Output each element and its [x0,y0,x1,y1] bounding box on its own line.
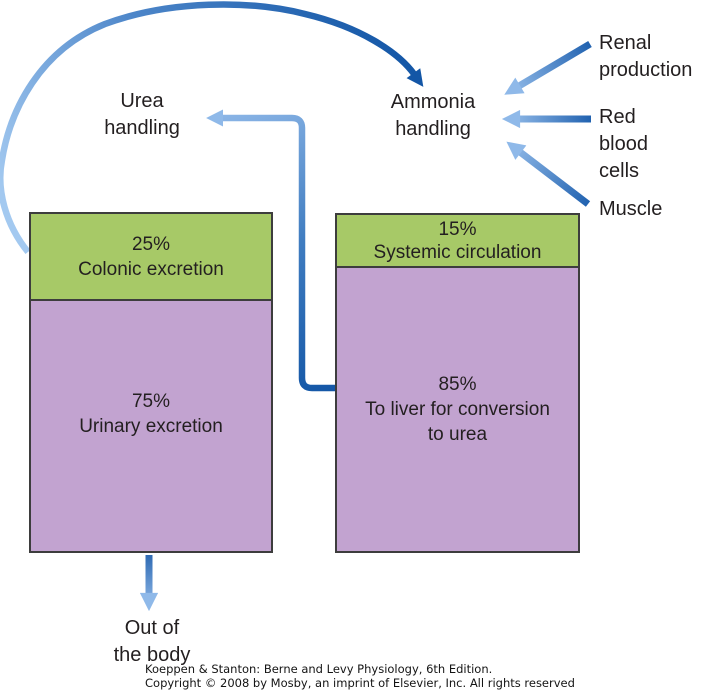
urea-handling-line2: handling [104,117,180,139]
systemic-circulation-pct: 15% [438,218,477,240]
systemic-circulation-text: Systemic circulation [373,241,542,263]
renal-production-arrow [504,40,592,95]
ammonia-handling-line1: Ammonia [390,91,476,113]
red-blood-cells-label: Red blood cells [599,104,648,185]
out-of-body-label: Out of the body [92,615,212,669]
systemic-circulation-segment: 15% Systemic circulation [337,215,578,268]
ammonia-recycle-arc-arrow [0,1,424,255]
urinary-excretion-pct: 75% [131,391,170,412]
red-blood-cells-line1: Red [599,106,636,128]
out-of-body-line1: Out of [124,617,180,639]
to-liver-pct: 85% [438,374,477,395]
muscle-arrow [506,141,591,207]
red-blood-cells-line3: cells [599,160,640,182]
red-blood-cells-line2: blood [599,133,648,155]
ammonia-handling-line2: handling [395,118,471,140]
figure-credit: Koeppen & Stanton: Berne and Levy Physio… [145,662,575,690]
urinary-excretion-segment: 75% Urinary excretion [31,301,271,551]
to-liver-text-line2: to urea [427,424,488,445]
figure-credit-line1: Koeppen & Stanton: Berne and Levy Physio… [145,662,493,676]
figure-credit-line2: Copyright © 2008 by Mosby, an imprint of… [145,676,575,690]
colonic-excretion-text: Colonic excretion [78,258,224,280]
urea-handling-label: Urea handling [82,88,202,142]
colonic-excretion-pct: 25% [131,233,171,255]
to-liver-segment: 85% To liver for conversion to urea [337,268,578,551]
ammonia-handling-label: Ammonia handling [375,89,491,143]
out-of-body-line2: the body [113,644,191,666]
urea-handling-line1: Urea [120,90,164,112]
renal-production-line1: Renal [599,32,652,54]
to-liver-text-line1: To liver for conversion [365,399,550,420]
liver-to-urea-elbow-arrow [206,109,336,392]
urinary-excretion-text: Urinary excretion [79,416,223,437]
muscle-label: Muscle [599,198,663,220]
ammonia-handling-bar: 15% Systemic circulation 85% To liver fo… [335,213,580,553]
renal-production-line2: production [599,59,693,81]
urea-handling-bar: 25% Colonic excretion 75% Urinary excret… [29,212,273,553]
colonic-excretion-segment: 25% Colonic excretion [31,214,271,301]
renal-production-label: Renal production [599,30,692,84]
